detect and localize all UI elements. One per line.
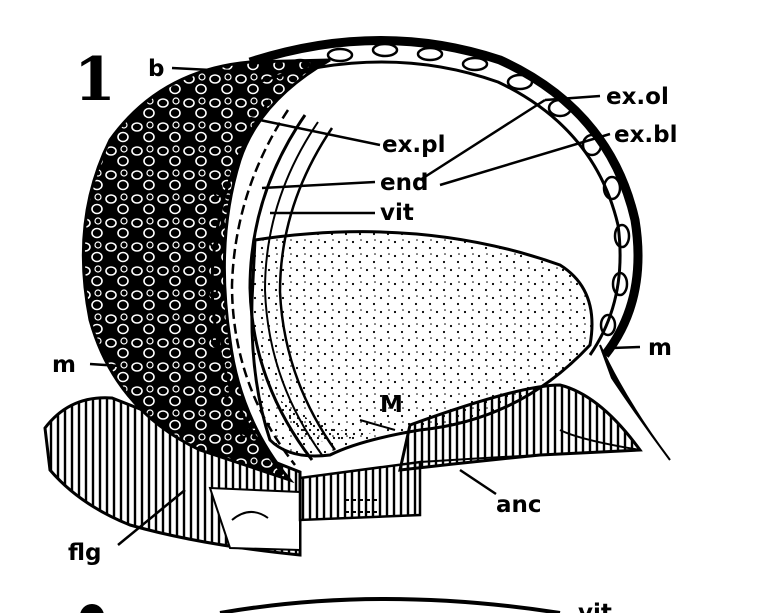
figure-number: 1 [74, 45, 116, 115]
label-end: end [380, 170, 428, 196]
anchor-structure [298, 383, 643, 522]
flange-structure [43, 396, 302, 557]
label-ex-bl: ex.bl [614, 122, 678, 148]
next-panel-partial-outline [219, 597, 561, 613]
leader-lines [89, 66, 641, 546]
label-m-right: m [648, 335, 672, 361]
label-b: b [148, 56, 164, 82]
inner-mass [250, 230, 594, 458]
label-vit: vit [380, 200, 414, 226]
outer-shell [81, 36, 643, 484]
label-ex-ol: ex.ol [606, 84, 669, 110]
label-flg: flg [68, 540, 102, 566]
label-M: M [380, 392, 403, 418]
label-ex-pl: ex.pl [382, 132, 446, 158]
outer-layer-tail [599, 344, 671, 461]
label-m-left: m [52, 352, 76, 378]
label-next-panel-vit: vit [578, 600, 612, 613]
label-anc: anc [496, 492, 542, 518]
next-panel-partial-number [80, 604, 104, 613]
